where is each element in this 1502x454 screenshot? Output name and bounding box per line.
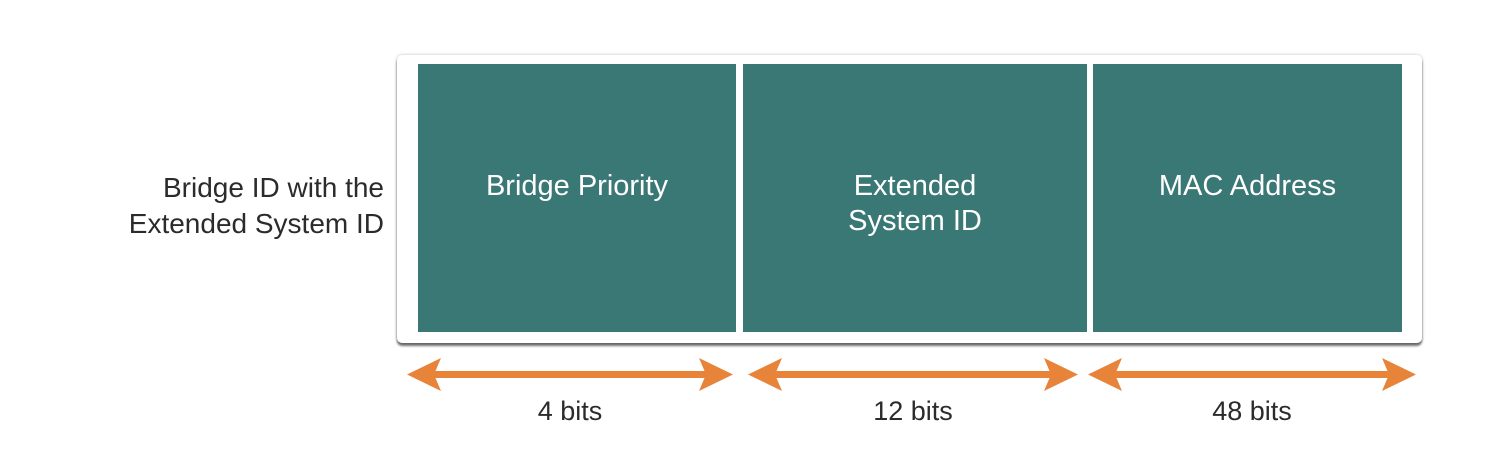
field-mac-address: MAC Address — [1093, 64, 1402, 332]
field-label-line-1: MAC Address — [1158, 170, 1337, 202]
field-label-line-1: Extended — [853, 170, 977, 202]
row-label: Bridge ID with the Extended System ID — [60, 170, 384, 242]
bit-width-label: 48 bits — [1212, 396, 1292, 426]
field-label-line-2: System ID — [848, 205, 982, 237]
field-label-line-1: Bridge Priority — [485, 170, 669, 202]
double-arrow-icon — [407, 358, 733, 391]
row-label-line-1: Bridge ID with the — [163, 172, 384, 203]
double-arrow-icon — [748, 358, 1078, 391]
field-label: Bridge Priority — [418, 169, 736, 204]
field-extended-system-id: Extended System ID — [743, 64, 1087, 332]
bit-width-label: 4 bits — [537, 396, 603, 426]
field-bridge-priority: Bridge Priority — [418, 64, 736, 332]
bit-width-label: 12 bits — [873, 396, 953, 426]
field-label: Extended System ID — [743, 169, 1087, 239]
row-label-line-2: Extended System ID — [128, 208, 384, 239]
double-arrow-icon — [1088, 358, 1416, 391]
field-label: MAC Address — [1093, 169, 1402, 204]
